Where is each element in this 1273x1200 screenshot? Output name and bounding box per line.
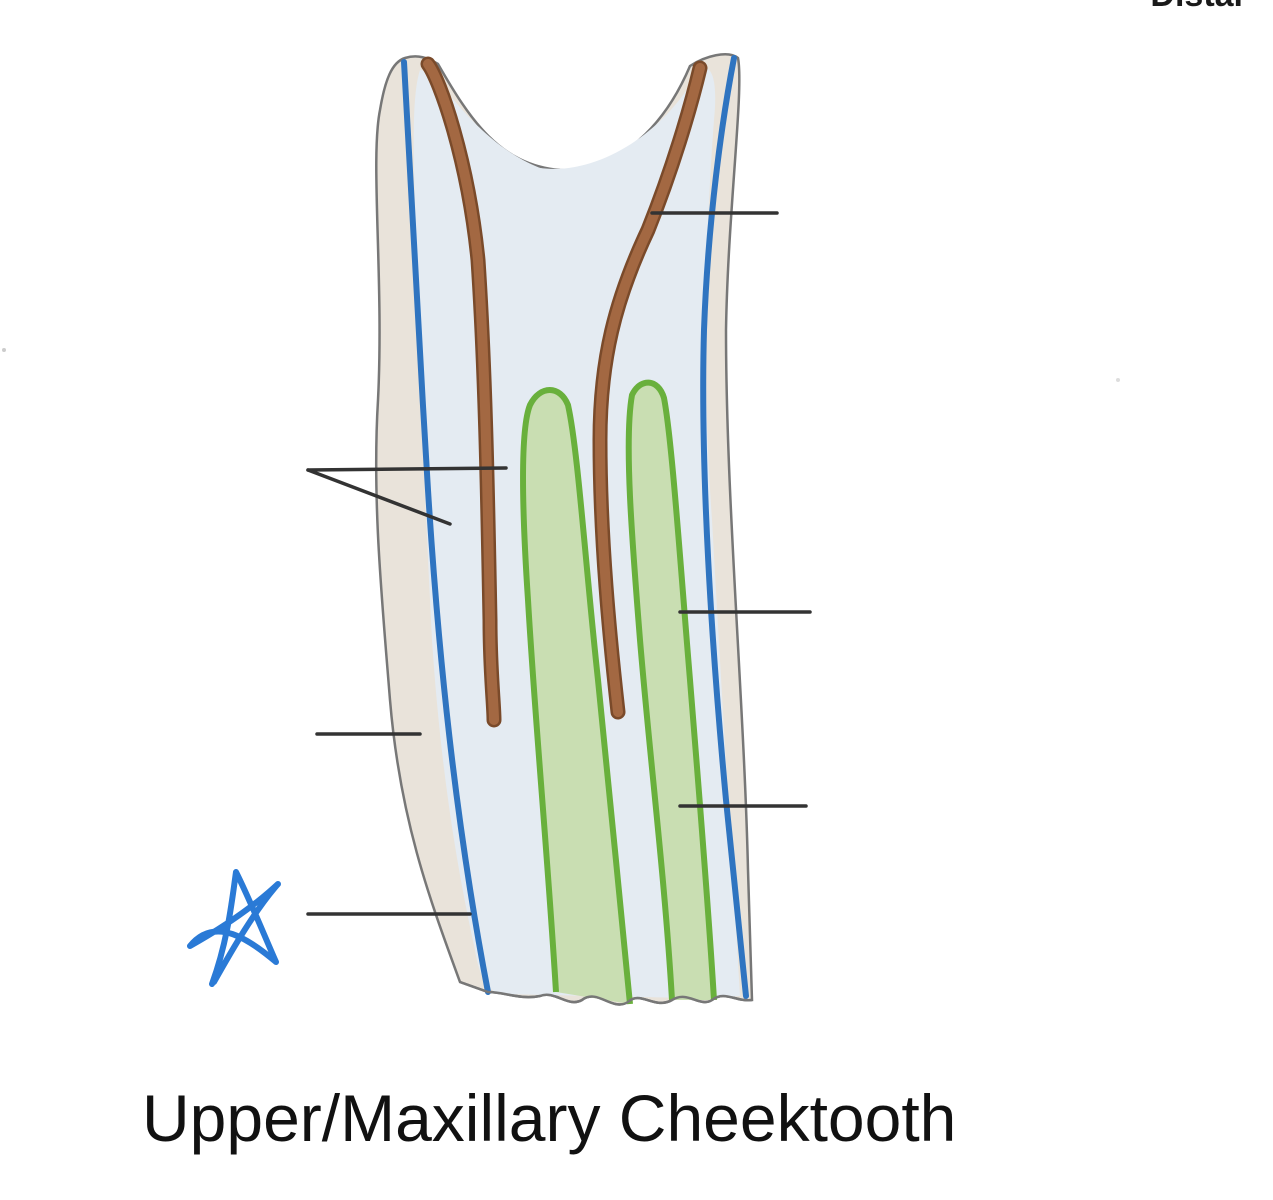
infundibulum-right bbox=[625, 379, 717, 1001]
star-icon bbox=[187, 869, 281, 987]
leader-line-left-diagonal bbox=[306, 468, 452, 526]
infundibulum-left bbox=[520, 387, 633, 1005]
leader-line-left-upper bbox=[306, 466, 508, 472]
speck-mark bbox=[2, 348, 6, 352]
tooth-bottom-edge bbox=[459, 980, 753, 1006]
corner-label-distal: Distal bbox=[1150, 0, 1243, 12]
enamel-band-left bbox=[401, 59, 491, 995]
pulp-line-right-fill bbox=[594, 63, 705, 717]
speck-mark bbox=[1116, 378, 1120, 382]
enamel-band-right bbox=[700, 55, 749, 999]
leader-lines bbox=[306, 211, 812, 916]
pulp-line-left-fill bbox=[423, 59, 499, 725]
diagram-caption: Upper/Maxillary Cheektooth bbox=[142, 1081, 957, 1155]
